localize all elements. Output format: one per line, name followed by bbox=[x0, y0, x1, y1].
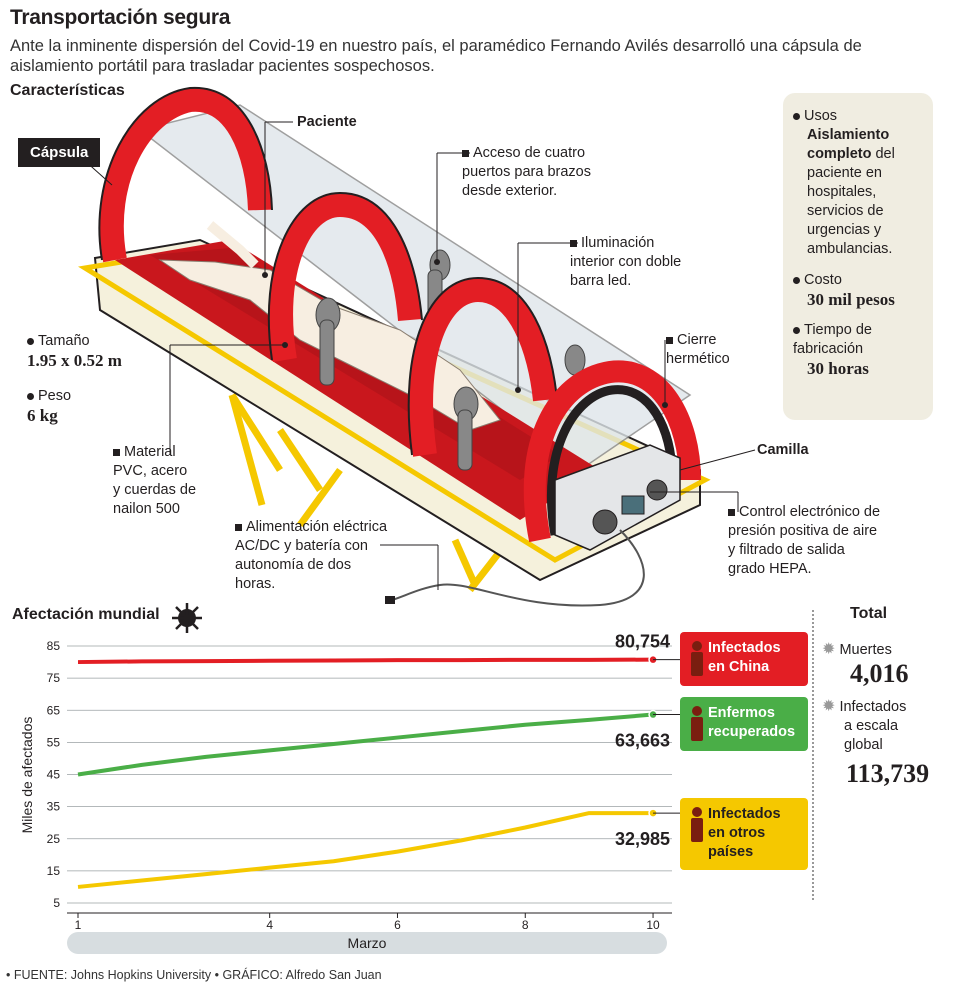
power-cable bbox=[391, 529, 645, 607]
series-lines bbox=[77, 654, 658, 889]
virus-gray-icon: ✹ bbox=[822, 641, 836, 658]
y-tick-label: 25 bbox=[47, 832, 61, 846]
muertes-row: ✹ Muertes bbox=[822, 641, 892, 658]
x-axis-band bbox=[67, 932, 667, 954]
person-icon bbox=[691, 641, 703, 676]
y-tick-label: 45 bbox=[47, 768, 61, 782]
chart-title: Afectación mundial bbox=[12, 606, 160, 623]
page-subtitle: Ante la inminente dispersión del Covid-1… bbox=[10, 37, 862, 75]
footer-credits: • FUENTE: Johns Hopkins University • GRÁ… bbox=[6, 968, 382, 982]
legend-box bbox=[680, 697, 808, 751]
y-tick-label: 15 bbox=[47, 864, 61, 878]
legend-label: recuperados bbox=[708, 724, 795, 740]
y-tick-label: 35 bbox=[47, 800, 61, 814]
caracteristicas-heading: Características bbox=[10, 82, 125, 99]
arm-ports bbox=[315, 249, 586, 471]
tamano-block: Tamaño 1.95 x 0.52 m bbox=[27, 333, 122, 370]
capsula-tag: Cápsula bbox=[18, 138, 101, 167]
legend-box bbox=[680, 798, 808, 870]
usos-row: Usos Aislamiento completo del paciente e… bbox=[793, 107, 923, 259]
end-value-label: 63,663 bbox=[615, 731, 670, 751]
total-heading: Total bbox=[850, 605, 888, 622]
paciente-label: Paciente bbox=[297, 114, 357, 130]
person-icon bbox=[691, 706, 703, 741]
legend-label: Infectados bbox=[708, 806, 781, 822]
peso-block: Peso 6 kg bbox=[27, 388, 72, 425]
person-icon bbox=[691, 807, 703, 842]
series-line bbox=[77, 712, 654, 777]
page-title: Transportación segura bbox=[10, 6, 231, 29]
legend-label: en China bbox=[708, 659, 770, 675]
muertes-value: 4,016 bbox=[850, 659, 909, 688]
x-ticks: 1 4 6 8 10 bbox=[75, 913, 660, 932]
x-tick-label: 10 bbox=[646, 918, 660, 932]
x-tick-label: 4 bbox=[266, 918, 273, 932]
x-tick-label: 6 bbox=[394, 918, 401, 932]
iluminacion-label: Iluminación interior con doble barra led… bbox=[570, 235, 682, 289]
infectados-value: 113,739 bbox=[846, 759, 930, 788]
camilla-label: Camilla bbox=[757, 442, 809, 458]
y-axis-label: Miles de afectados bbox=[19, 717, 35, 834]
control-label: Control electrónico de presión positiva … bbox=[728, 504, 881, 577]
virus-gray-icon: ✹ bbox=[822, 698, 836, 715]
control-unit bbox=[554, 444, 681, 551]
virus-icon bbox=[172, 603, 202, 633]
series-line bbox=[77, 811, 654, 889]
end-value-label: 32,985 bbox=[615, 829, 670, 849]
capsule-rings bbox=[99, 87, 557, 457]
infectados-row: ✹ Infectados a escala global bbox=[822, 698, 907, 753]
material-label: Material PVC, acero y cuerdas de nailon … bbox=[113, 444, 197, 517]
total-panel: Total ✹ Muertes 4,016 ✹ Infectados a esc… bbox=[822, 605, 952, 789]
y-tick-label: 85 bbox=[47, 639, 61, 653]
legend-label: Infectados bbox=[708, 640, 781, 656]
peso-value: 6 kg bbox=[27, 406, 58, 425]
legend-box bbox=[680, 632, 808, 686]
x-tick-label: 1 bbox=[75, 918, 82, 932]
total-separator bbox=[812, 610, 814, 900]
line-chart: 5 15 25 35 45 55 65 75 85 1 4 6 8 10 80,754 63,663 32,… bbox=[19, 632, 808, 954]
chart-grid bbox=[67, 645, 672, 914]
legend-label: países bbox=[708, 844, 753, 860]
x-axis-label: Marzo bbox=[348, 935, 387, 951]
legend-label: en otros bbox=[708, 825, 765, 841]
end-value-label: 80,754 bbox=[615, 632, 670, 652]
legend-label: Enfermos bbox=[708, 705, 775, 721]
info-box: Usos Aislamiento completo del paciente e… bbox=[783, 93, 933, 420]
cierre-label: Cierre hermético bbox=[666, 332, 730, 367]
costo-row: Costo 30 mil pesos bbox=[793, 271, 923, 309]
y-tick-label: 65 bbox=[47, 703, 61, 717]
x-tick-label: 8 bbox=[522, 918, 529, 932]
y-ticks: 5 15 25 35 45 55 65 75 85 bbox=[47, 639, 61, 910]
series-line bbox=[77, 657, 654, 665]
y-tick-label: 75 bbox=[47, 671, 61, 685]
front-ring bbox=[523, 360, 701, 543]
tiempo-row: Tiempo de fabricación 30 horas bbox=[793, 322, 872, 378]
acceso-label: Acceso de cuatro puertos para brazos des… bbox=[462, 145, 591, 199]
alimentacion-label: Alimentación eléctrica AC/DC y batería c… bbox=[235, 519, 388, 592]
end-labels: 80,754 63,663 32,985 bbox=[615, 632, 683, 849]
tamano-value: 1.95 x 0.52 m bbox=[27, 351, 122, 370]
capsule-illustration bbox=[78, 86, 756, 607]
y-tick-label: 5 bbox=[53, 896, 60, 910]
y-tick-label: 55 bbox=[47, 735, 61, 749]
